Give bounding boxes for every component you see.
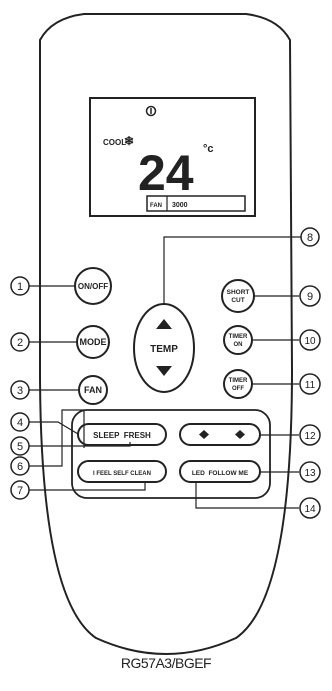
svg-text:13: 13	[304, 468, 316, 479]
temperature-unit: °c	[203, 143, 214, 155]
svg-text:5: 5	[17, 441, 23, 453]
svg-text:OFF: OFF	[232, 386, 244, 392]
svg-text:MODE: MODE	[80, 337, 107, 347]
callout-7: 7	[10, 480, 30, 500]
callout-6: 6	[10, 456, 30, 476]
svg-text:1: 1	[17, 281, 23, 293]
temp-up-arrow[interactable]	[156, 319, 172, 329]
svg-text:11: 11	[305, 380, 316, 391]
callout-13: 13	[299, 461, 321, 483]
callout-8: 8	[300, 227, 320, 247]
svg-text:3: 3	[17, 385, 23, 397]
short-cut-button[interactable]: SHORT CUT	[221, 279, 255, 313]
mode-indicator: COOL	[103, 138, 126, 147]
svg-text:ON/OFF: ON/OFF	[78, 282, 108, 291]
lcd-display: COOL ❄ 24 °c FAN 3000	[89, 97, 256, 217]
callout-3: 3	[10, 380, 30, 400]
svg-text:CUT: CUT	[231, 297, 244, 304]
svg-text:10: 10	[304, 336, 316, 347]
swing-up-down-icon	[199, 430, 209, 439]
display-fan-value: 3000	[172, 202, 188, 209]
callout-leaders	[29, 236, 301, 509]
timer-off-button[interactable]: TIMER OFF	[223, 369, 253, 399]
mode-button[interactable]: MODE	[76, 325, 110, 359]
temp-down-arrow[interactable]	[156, 366, 172, 376]
svg-text:LED FOLLOW ME: LED FOLLOW ME	[192, 470, 249, 477]
callout-9: 9	[299, 285, 321, 307]
snowflake-icon: ❄	[124, 134, 134, 148]
callout-12: 12	[299, 424, 321, 446]
svg-text:4: 4	[17, 417, 23, 429]
on-off-button[interactable]: ON/OFF	[74, 267, 112, 305]
timer-on-button[interactable]: TIMER ON	[223, 325, 253, 355]
svg-text:SHORT: SHORT	[227, 289, 250, 296]
svg-text:SLEEP FRESH: SLEEP FRESH	[93, 431, 151, 440]
svg-text:TEMP: TEMP	[150, 344, 178, 355]
temp-button[interactable]: TEMP	[133, 303, 195, 393]
callout-5: 5	[10, 436, 30, 456]
display-fan-label: FAN	[150, 203, 162, 209]
svg-text:I FEEL SELF CLEAN: I FEEL SELF CLEAN	[93, 471, 151, 477]
signal-icon	[145, 105, 157, 117]
led-follow-me-button[interactable]: LED FOLLOW ME	[179, 460, 261, 483]
callout-4: 4	[10, 412, 30, 432]
callout-14: 14	[299, 497, 321, 519]
callout-10: 10	[299, 329, 321, 351]
svg-text:TIMER: TIMER	[229, 334, 248, 340]
ifeel-clean-button[interactable]: I FEEL SELF CLEAN	[77, 460, 167, 483]
svg-text:8: 8	[307, 232, 313, 244]
fan-button[interactable]: FAN	[78, 375, 108, 405]
callout-11: 11	[299, 373, 321, 395]
svg-text:2: 2	[17, 337, 23, 349]
svg-text:ON: ON	[234, 342, 243, 348]
svg-text:TIMER: TIMER	[229, 378, 248, 384]
swing-left-right-icon	[235, 430, 245, 439]
callout-1: 1	[10, 276, 30, 296]
svg-text:14: 14	[304, 504, 316, 515]
svg-text:12: 12	[304, 431, 316, 442]
svg-text:FAN: FAN	[84, 385, 102, 395]
temperature-readout: 24	[138, 145, 194, 201]
swing-button[interactable]	[179, 423, 261, 446]
callout-2: 2	[10, 332, 30, 352]
svg-text:6: 6	[17, 461, 23, 473]
sleep-fresh-button[interactable]: SLEEP FRESH	[77, 423, 167, 446]
svg-text:9: 9	[307, 291, 313, 303]
svg-text:7: 7	[17, 485, 23, 497]
model-number: RG57A3/BGEF	[120, 655, 212, 671]
